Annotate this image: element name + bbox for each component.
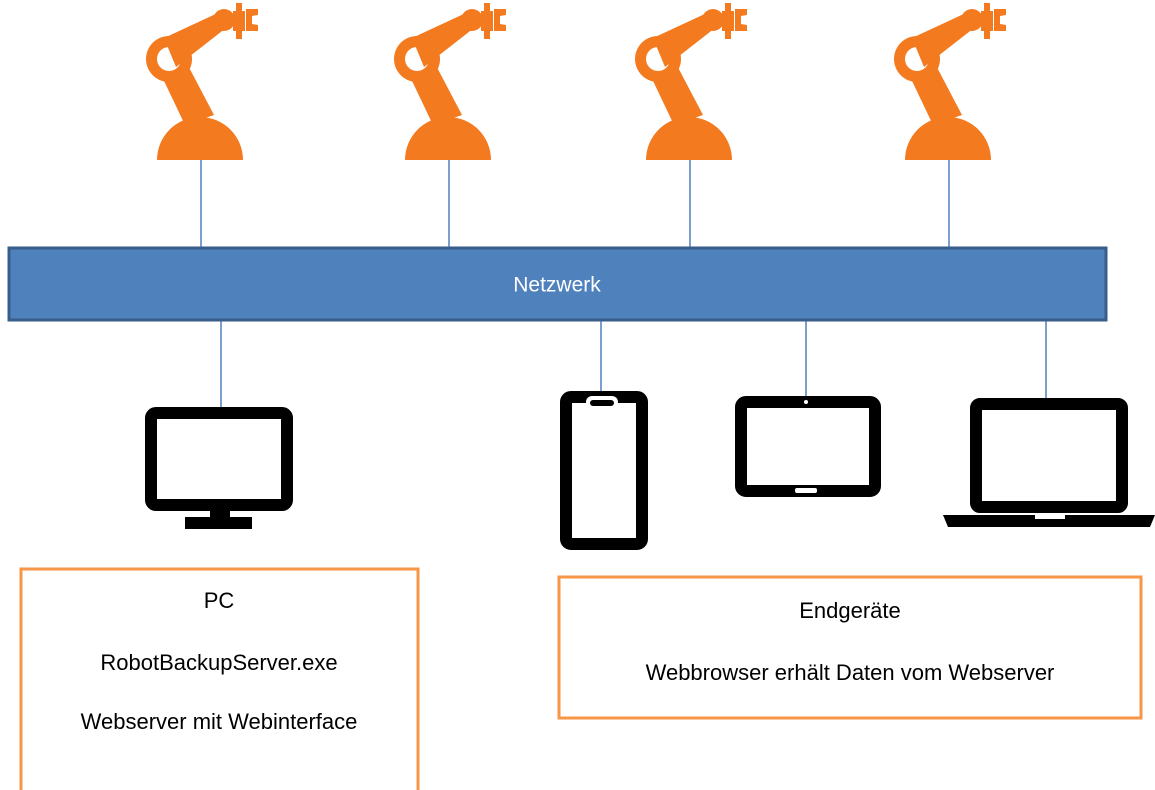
robot-arm-icon — [146, 3, 258, 160]
smartphone-icon — [560, 391, 648, 550]
desktop-monitor-icon — [145, 407, 293, 529]
robot-arm-icon — [894, 3, 1006, 160]
pc-program-name: RobotBackupServer.exe — [100, 650, 337, 675]
pc-title: PC — [204, 588, 235, 613]
pc-description: Webserver mit Webinterface — [81, 709, 358, 734]
tablet-icon — [735, 396, 881, 497]
robot-arm-icon — [635, 3, 747, 160]
robot-connectors — [200, 160, 950, 248]
endgeraete-title: Endgeräte — [799, 598, 901, 623]
pc-info-box: PC RobotBackupServer.exe Webserver mit W… — [19, 567, 420, 790]
network-bar: Netzwerk — [7, 246, 1108, 322]
robot-arm-icon — [394, 3, 506, 160]
laptop-icon — [943, 398, 1155, 527]
endgeraete-description: Webbrowser erhält Daten vom Webserver — [646, 660, 1055, 685]
device-connectors — [220, 320, 1047, 410]
network-label: Netzwerk — [513, 274, 601, 297]
endgeraete-info-box: Endgeräte Webbrowser erhält Daten vom We… — [557, 575, 1143, 720]
